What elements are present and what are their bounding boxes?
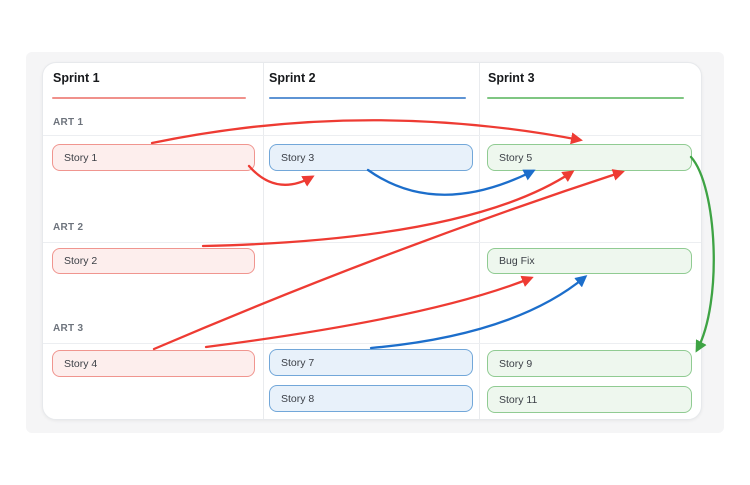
art-2-label: ART 2 [53, 222, 84, 233]
sprint-2-underline [269, 97, 466, 99]
art-1-label: ART 1 [53, 117, 84, 128]
row-divider-art1 [43, 135, 701, 136]
card-story-9[interactable]: Story 9 [487, 350, 692, 377]
card-story-8[interactable]: Story 8 [269, 385, 473, 412]
column-divider-1 [263, 63, 264, 419]
sprint-2-header: Sprint 2 [269, 71, 316, 85]
card-story-1[interactable]: Story 1 [52, 144, 255, 171]
card-bug-fix[interactable]: Bug Fix [487, 248, 692, 274]
card-story-5[interactable]: Story 5 [487, 144, 692, 171]
card-story-3[interactable]: Story 3 [269, 144, 473, 171]
card-story-4[interactable]: Story 4 [52, 350, 255, 377]
column-divider-2 [479, 63, 480, 419]
sprint-3-underline [487, 97, 684, 99]
row-divider-art3 [43, 343, 701, 344]
sprint-1-underline [52, 97, 246, 99]
row-divider-art2 [43, 242, 701, 243]
board-background: Sprint 1 Sprint 2 Sprint 3 ART 1 ART 2 A… [26, 52, 724, 433]
card-story-7[interactable]: Story 7 [269, 349, 473, 376]
sprint-1-header: Sprint 1 [53, 71, 100, 85]
card-story-11[interactable]: Story 11 [487, 386, 692, 413]
art-3-label: ART 3 [53, 323, 84, 334]
card-story-2[interactable]: Story 2 [52, 248, 255, 274]
sprint-3-header: Sprint 3 [488, 71, 535, 85]
program-board-panel: Sprint 1 Sprint 2 Sprint 3 ART 1 ART 2 A… [42, 62, 702, 420]
